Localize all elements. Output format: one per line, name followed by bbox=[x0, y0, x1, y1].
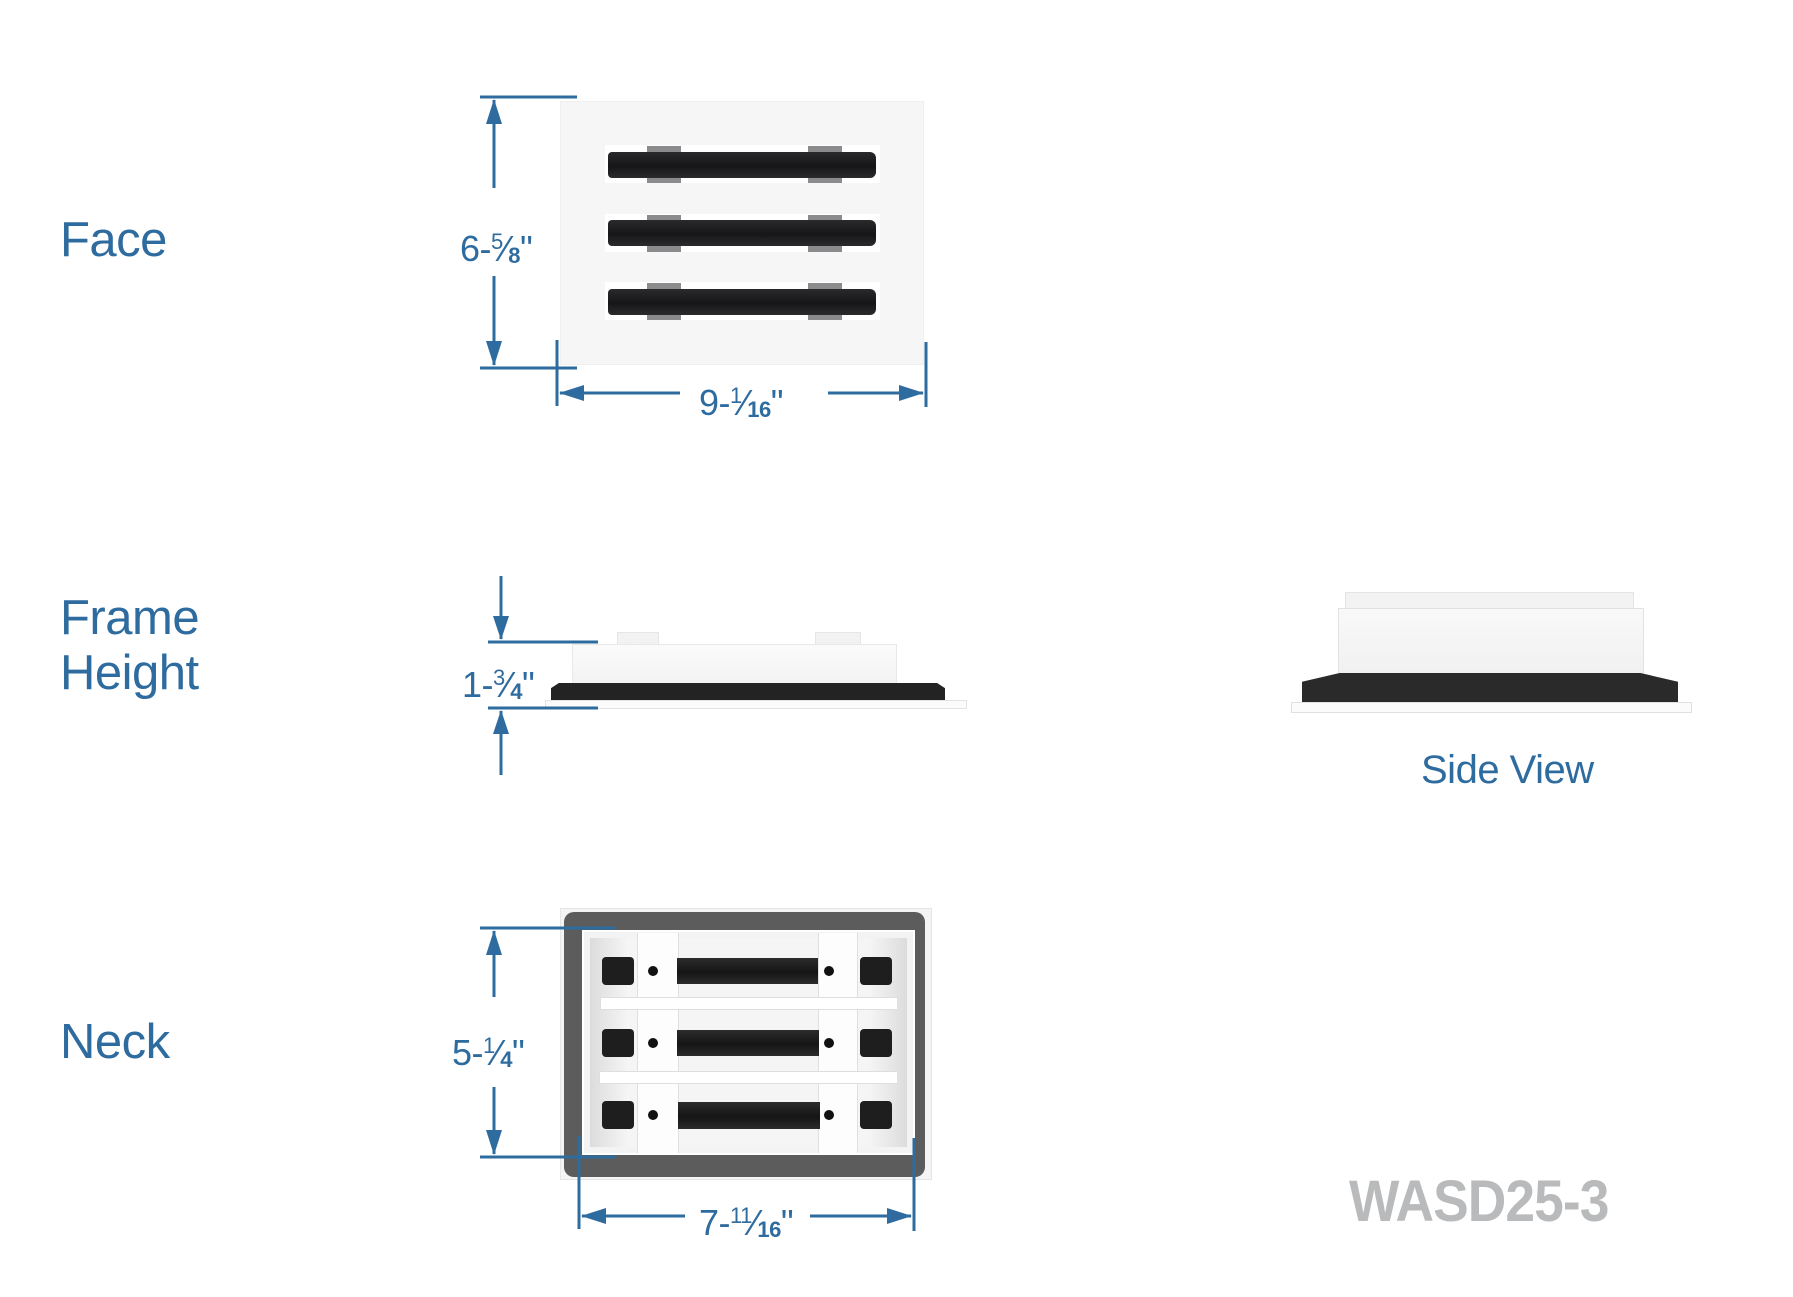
arrowhead-down bbox=[486, 1130, 502, 1155]
dim-denominator: 4 bbox=[500, 1047, 513, 1072]
neck-knob bbox=[860, 1029, 892, 1057]
neck-width-dimension: 7-11⁄16" bbox=[696, 1198, 797, 1248]
neck-label: Neck bbox=[60, 1015, 170, 1069]
dim-whole: 9- bbox=[699, 382, 731, 423]
neck-row bbox=[600, 1099, 900, 1131]
dim-numerator: 3 bbox=[493, 665, 505, 690]
face-slot-row bbox=[605, 282, 880, 320]
dim-denominator: 16 bbox=[757, 1217, 781, 1242]
face-width-dimension: 9-1⁄16" bbox=[695, 378, 788, 428]
dim-slash: ⁄ bbox=[751, 1202, 758, 1243]
dim-unit: " bbox=[522, 664, 535, 705]
neck-dot bbox=[648, 1038, 658, 1048]
neck-dot bbox=[648, 966, 658, 976]
arrowhead-right bbox=[899, 385, 924, 401]
arrowhead-left bbox=[581, 1208, 606, 1224]
dim-slash: ⁄ bbox=[504, 664, 511, 705]
neck-row bbox=[600, 955, 900, 987]
face-slot-row bbox=[605, 214, 880, 252]
frame-height-dimension: 1-3⁄4" bbox=[462, 660, 535, 710]
face-bar bbox=[608, 289, 876, 315]
face-label: Face bbox=[60, 213, 167, 267]
arrowhead-up bbox=[486, 930, 502, 955]
face-bar bbox=[608, 152, 876, 178]
frame-base bbox=[545, 700, 967, 709]
face-bar bbox=[608, 220, 876, 246]
neck-separator bbox=[599, 1071, 898, 1084]
dim-unit: " bbox=[520, 228, 533, 269]
neck-height-dimension: 5-1⁄4" bbox=[452, 1026, 525, 1080]
arrowhead-down bbox=[493, 616, 509, 640]
side-base bbox=[1291, 702, 1692, 713]
frame-foam bbox=[551, 683, 945, 700]
dim-numerator: 11 bbox=[730, 1203, 752, 1228]
neck-vertical-band bbox=[637, 933, 679, 1153]
dim-whole: 1- bbox=[462, 664, 494, 705]
neck-knob bbox=[860, 1101, 892, 1129]
arrowhead-left bbox=[559, 385, 584, 401]
neck-row bbox=[600, 1027, 900, 1059]
face-height-dimension: 6-5⁄8" bbox=[460, 222, 533, 276]
dim-unit: " bbox=[770, 382, 784, 423]
neck-separator bbox=[600, 997, 898, 1010]
neck-knob bbox=[602, 1101, 634, 1129]
dim-slash: ⁄ bbox=[494, 1032, 501, 1073]
dim-denominator: 8 bbox=[508, 243, 521, 268]
height-label: Height bbox=[60, 646, 199, 700]
face-slot-row bbox=[605, 145, 880, 183]
dim-unit: " bbox=[780, 1202, 794, 1243]
dim-whole: 6- bbox=[460, 228, 492, 269]
dim-numerator: 5 bbox=[491, 229, 503, 254]
dim-numerator: 1 bbox=[483, 1033, 495, 1058]
side-view-caption: Side View bbox=[1421, 748, 1594, 792]
arrowhead-up bbox=[493, 710, 509, 734]
dim-whole: 5- bbox=[452, 1032, 484, 1073]
dim-unit: " bbox=[512, 1032, 525, 1073]
dim-numerator: 1 bbox=[730, 383, 742, 408]
neck-knob bbox=[860, 957, 892, 985]
dim-slash: ⁄ bbox=[741, 382, 748, 423]
arrowhead-up bbox=[486, 99, 502, 124]
side-foam bbox=[1302, 673, 1678, 702]
neck-bar bbox=[678, 1102, 820, 1129]
neck-dot bbox=[824, 1110, 834, 1120]
dim-slash: ⁄ bbox=[502, 228, 509, 269]
frame-label: Frame bbox=[60, 591, 200, 645]
neck-bar bbox=[677, 958, 818, 984]
neck-bar bbox=[677, 1030, 819, 1056]
neck-knob bbox=[602, 957, 634, 985]
arrowhead-down bbox=[486, 341, 502, 366]
dim-denominator: 16 bbox=[747, 397, 771, 422]
dim-denominator: 4 bbox=[510, 679, 523, 704]
dim-whole: 7- bbox=[699, 1202, 731, 1243]
neck-knob bbox=[602, 1029, 634, 1057]
neck-dot bbox=[824, 1038, 834, 1048]
arrowhead-right bbox=[887, 1208, 912, 1224]
neck-dot bbox=[648, 1110, 658, 1120]
neck-dot bbox=[824, 966, 834, 976]
model-number: WASD25-3 bbox=[1349, 1169, 1609, 1234]
